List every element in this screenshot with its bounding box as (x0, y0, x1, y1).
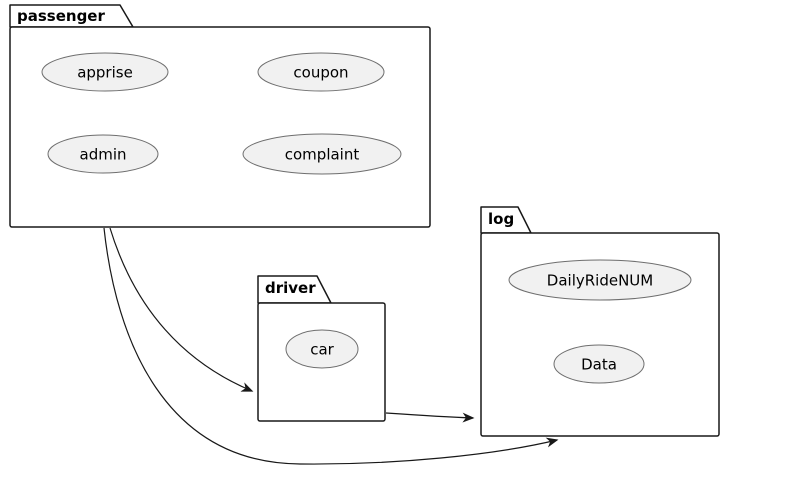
usecase-admin-label: admin (79, 145, 127, 164)
arrow-passenger-to-log (103, 227, 559, 465)
package-driver (257, 275, 386, 422)
usecase-admin-ellipse (47, 134, 159, 174)
package-passenger-label: passenger (17, 7, 105, 25)
usecase-data-ellipse (553, 344, 645, 384)
usecase-apprise-ellipse (41, 52, 169, 92)
arrow-passenger-to-driver (109, 227, 254, 392)
package-log-label: log (488, 210, 515, 228)
usecase-complaint-ellipse (242, 133, 402, 175)
usecase-apprise-label: apprise (77, 63, 133, 82)
usecase-dailyridenum-label: DailyRideNUM (546, 271, 654, 290)
usecase-dailyridenum-ellipse (508, 259, 692, 301)
usecase-car-ellipse (285, 329, 359, 369)
usecase-coupon-ellipse (257, 52, 385, 92)
usecase-car-label: car (310, 340, 334, 359)
package-driver-label: driver (265, 279, 316, 297)
usecase-complaint-label: complaint (284, 145, 360, 164)
arrow-driver-to-log (385, 412, 475, 423)
usecase-data-label: Data (581, 355, 617, 374)
usecase-coupon-label: coupon (293, 63, 349, 82)
package-passenger (9, 4, 431, 228)
package-log (480, 206, 720, 437)
